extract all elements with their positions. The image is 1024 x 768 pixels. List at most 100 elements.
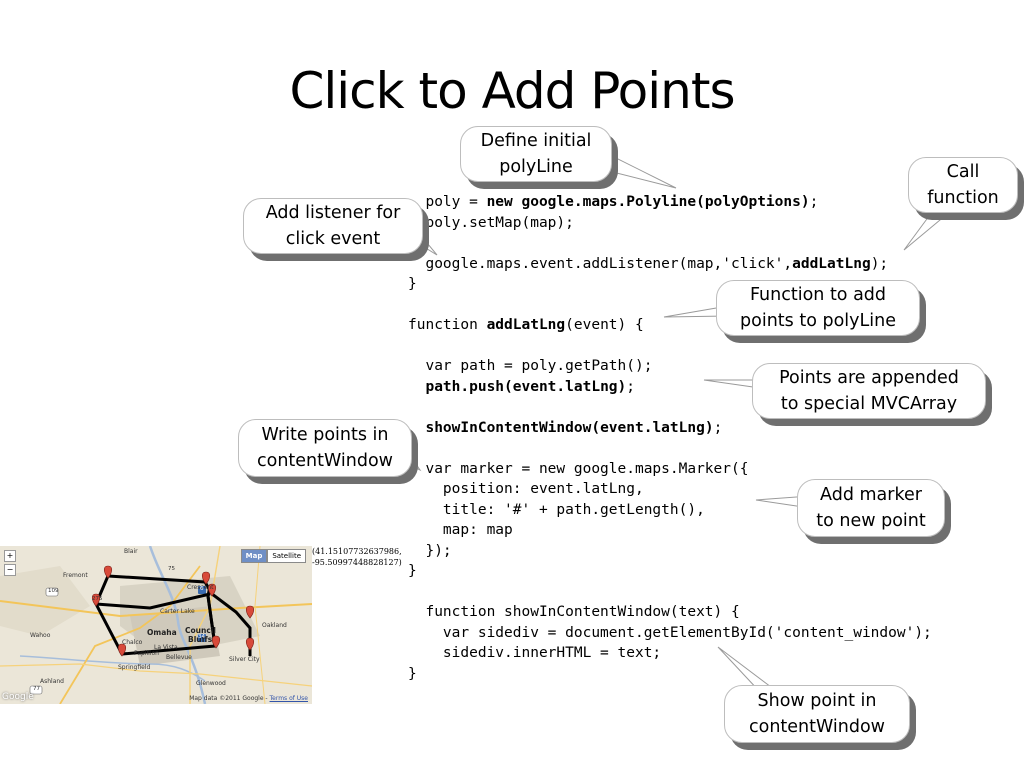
code-line: google.maps.event.addListener(map,'click… xyxy=(408,254,932,275)
city-label: Council xyxy=(185,626,216,635)
callout-write-points: Write points in contentWindow xyxy=(238,419,412,477)
code-text: sidediv.innerHTML = text; xyxy=(408,645,662,661)
route-shield-label: 75 xyxy=(168,566,175,572)
map-marker xyxy=(103,565,113,579)
place-label: Silver City xyxy=(229,656,260,663)
map-view[interactable]: + − Fremont Blair Wahoo Carter Lake Cres… xyxy=(0,546,312,704)
map-marker xyxy=(211,635,221,649)
tail-call-function xyxy=(903,207,954,251)
content-window: (41.15107732637986, -95.50997448828127) xyxy=(312,547,402,567)
code-line: position: event.latLng, xyxy=(408,479,932,500)
code-line: map: map xyxy=(408,520,932,541)
code-line: var sidediv = document.getElementById('c… xyxy=(408,623,932,644)
callout-function-add-points: Function to add points to polyLine xyxy=(716,280,920,336)
map-type-map-button[interactable]: Map xyxy=(240,549,268,563)
code-text: function xyxy=(408,317,487,333)
code-text: } xyxy=(408,665,417,682)
code-line: path.push(event.latLng); xyxy=(408,377,932,398)
attribution-text: Map data ©2011 Google - xyxy=(189,695,270,702)
place-label: La Vista xyxy=(154,644,178,651)
place-label: Chalco xyxy=(122,639,143,646)
place-label: Bellevue xyxy=(166,654,192,661)
map-marker xyxy=(245,605,255,619)
code-text: }); xyxy=(408,542,452,559)
map-marker xyxy=(201,571,211,585)
map-marker xyxy=(117,643,127,657)
code-line: } xyxy=(408,274,932,295)
zoom-in-icon[interactable]: + xyxy=(4,550,16,562)
code-text: poly.setMap(map); xyxy=(408,214,574,231)
terms-link[interactable]: Terms of Use xyxy=(269,695,308,702)
code-text: ; xyxy=(713,419,723,436)
zoom-out-icon[interactable]: − xyxy=(4,564,16,576)
place-label: Papillion xyxy=(134,650,159,657)
code-text: position: event.latLng, xyxy=(408,481,644,497)
google-logo: Google xyxy=(2,692,34,702)
slide-title: Click to Add Points xyxy=(289,62,735,120)
place-label: Blair xyxy=(124,548,138,555)
code-line: poly.setMap(map); xyxy=(408,213,932,234)
place-label: Crescent xyxy=(187,584,214,591)
code-block: poly = new google.maps.Polyline(polyOpti… xyxy=(408,192,932,684)
place-label: Carter Lake xyxy=(160,608,195,615)
code-text: var sidediv = document.getElementById('c… xyxy=(408,624,932,641)
code-highlight: showInContentWindow(event.latLng) xyxy=(425,419,714,436)
code-line: sidediv.innerHTML = text; xyxy=(408,643,932,664)
place-label: Glenwood xyxy=(196,680,226,687)
callout-points-appended: Points are appended to special MVCArray xyxy=(752,363,986,419)
callout-call-function: Call function xyxy=(908,157,1018,213)
route-shield-label: 275 xyxy=(92,596,103,602)
callout-define-polyline: Define initial polyLine xyxy=(460,126,612,182)
code-text: } xyxy=(408,276,417,292)
code-text: ); xyxy=(870,255,889,272)
code-line: } xyxy=(408,561,932,582)
code-text: poly = xyxy=(408,194,487,210)
map-marker xyxy=(91,593,101,607)
code-highlight: path.push(event.latLng) xyxy=(425,378,627,395)
code-line: function showInContentWindow(text) { xyxy=(408,602,932,623)
map-canvas xyxy=(0,546,312,704)
place-label: Oakland xyxy=(262,622,287,629)
place-label: Ashland xyxy=(40,678,64,685)
code-text: map: map xyxy=(408,522,513,538)
route-shield-label: 77 xyxy=(33,686,40,692)
code-text: title: '#' + path.getLength(), xyxy=(408,501,705,518)
callout-show-point: Show point in contentWindow xyxy=(724,685,910,743)
place-label: Wahoo xyxy=(30,632,51,639)
zoom-control[interactable]: + − xyxy=(4,550,16,578)
marker-layer xyxy=(91,565,255,657)
code-line: function addLatLng(event) { xyxy=(408,315,932,336)
code-text: google.maps.event.addListener(map,'click… xyxy=(408,255,793,272)
place-label: Fremont xyxy=(63,572,88,579)
city-label: Bluffs xyxy=(188,635,213,644)
map-marker xyxy=(245,637,255,651)
code-highlight: addLatLng xyxy=(792,255,871,272)
callout-add-marker: Add marker to new point xyxy=(797,479,945,537)
code-text: ; xyxy=(809,194,819,210)
code-text: ; xyxy=(626,378,635,395)
code-text: function showInContentWindow(text) { xyxy=(408,604,740,620)
code-text: var marker = new google.maps.Marker({ xyxy=(408,460,749,477)
code-text: var path = poly.getPath(); xyxy=(408,358,653,374)
map-type-control[interactable]: Map Satellite xyxy=(240,549,306,563)
code-line: poly = new google.maps.Polyline(polyOpti… xyxy=(408,192,932,213)
callout-add-listener: Add listener for click event xyxy=(243,198,423,254)
code-highlight: new google.maps.Polyline(polyOptions) xyxy=(486,194,810,210)
code-line: var path = poly.getPath(); xyxy=(408,356,932,377)
code-text: } xyxy=(408,563,417,579)
code-line: title: '#' + path.getLength(), xyxy=(408,500,932,521)
route-shield-label: 6 xyxy=(200,586,204,592)
code-text: (event) { xyxy=(565,317,644,333)
route-shield-label: 34 xyxy=(198,634,205,640)
code-line: }); xyxy=(408,541,932,562)
place-label: Springfield xyxy=(118,664,151,671)
route-shield-label: 109 xyxy=(48,588,59,594)
map-attribution: Map data ©2011 Google - Terms of Use xyxy=(189,695,308,702)
code-line: showInContentWindow(event.latLng); xyxy=(408,418,932,439)
map-marker xyxy=(207,583,217,597)
city-label: Omaha xyxy=(147,628,177,637)
code-highlight: addLatLng xyxy=(486,317,566,333)
map-type-satellite-button[interactable]: Satellite xyxy=(267,549,306,563)
code-line: } xyxy=(408,664,932,685)
code-line: var marker = new google.maps.Marker({ xyxy=(408,459,932,480)
